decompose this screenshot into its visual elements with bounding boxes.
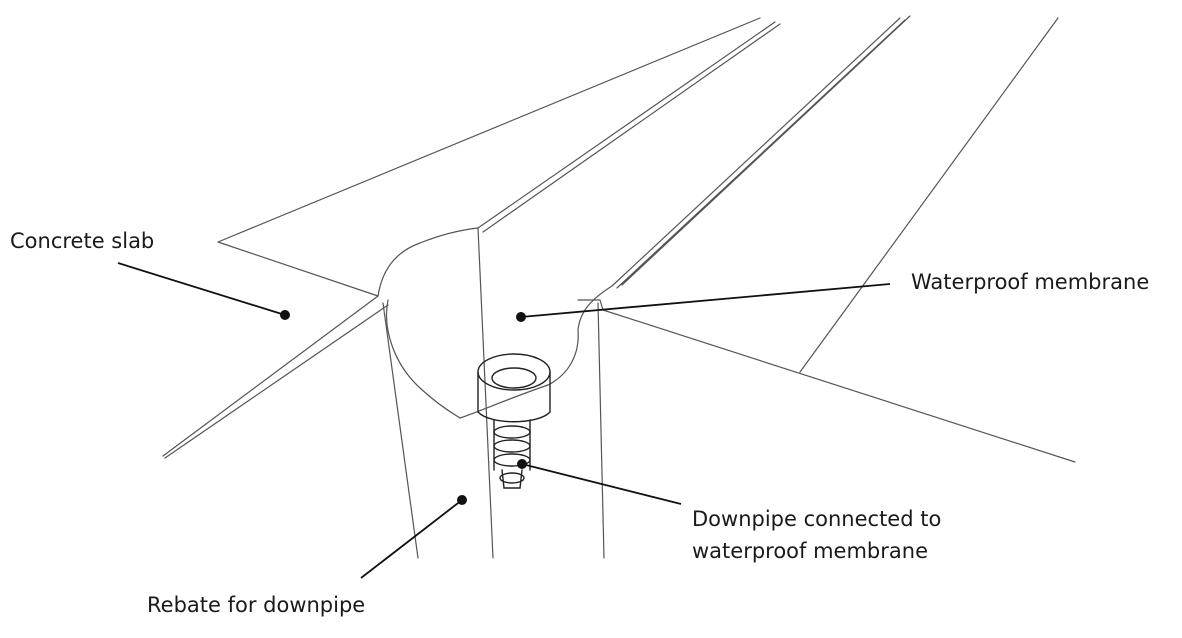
waterproof-membrane-label: Waterproof membrane — [911, 270, 1150, 294]
downpipe-label: Downpipe connected to waterproof membran… — [692, 503, 941, 567]
leader-concrete-slab — [117, 262, 290, 320]
waterproof-membrane-shape — [377, 15, 1076, 559]
downpipe-label-line-1: Downpipe connected to — [692, 507, 942, 531]
leader-rebate — [360, 495, 467, 579]
rebate-label: Rebate for downpipe — [147, 593, 366, 617]
leader-waterproof-membrane — [516, 283, 891, 322]
concrete-slab-shape — [162, 17, 761, 559]
concrete-slab-label: Concrete slab — [10, 229, 155, 253]
downpipe-shape — [477, 353, 551, 489]
downpipe-label-line-2: waterproof membrane — [692, 539, 928, 563]
leader-downpipe — [517, 459, 682, 505]
